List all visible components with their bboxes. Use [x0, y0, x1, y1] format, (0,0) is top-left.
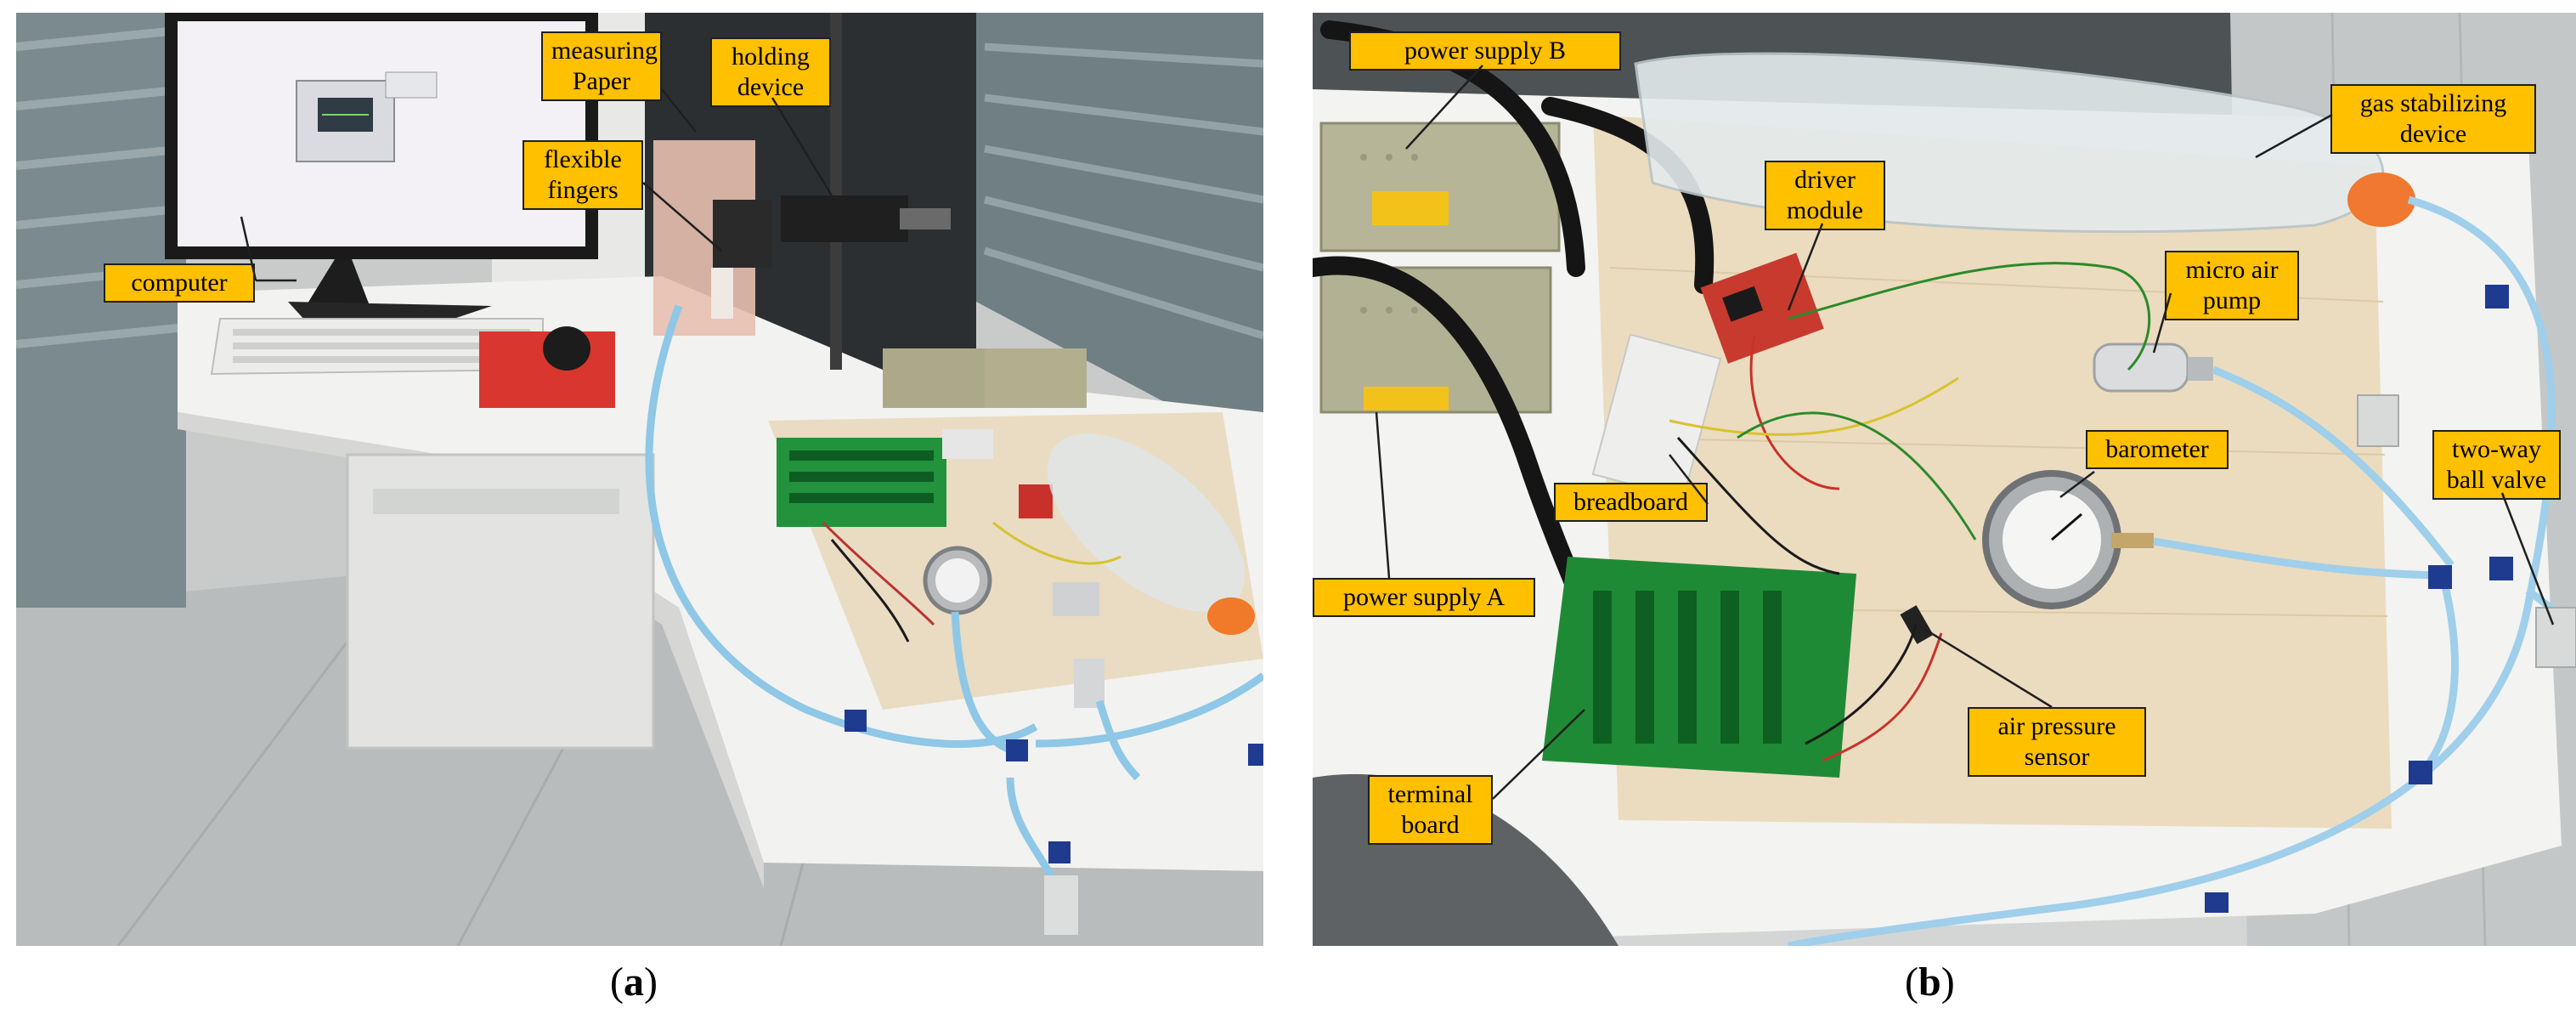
photo-panel-a: computer measuring Paper flexible finger…: [16, 13, 1263, 946]
label-computer: computer: [104, 263, 255, 303]
label-power-supply-b: power supply B: [1349, 31, 1621, 71]
label-barometer: barometer: [2086, 430, 2229, 469]
photo-a-illustration: [16, 13, 1263, 946]
caption-a-letter: a: [623, 960, 644, 1005]
label-holding-device: holding device: [710, 37, 831, 107]
label-two-way-ball-valve: two-way ball valve: [2432, 430, 2561, 500]
label-air-pressure-sensor: air pressure sensor: [1968, 707, 2146, 777]
label-flexible-fingers: flexible fingers: [523, 140, 643, 210]
label-power-supply-a: power supply A: [1313, 578, 1535, 617]
caption-a: (a): [610, 960, 658, 1005]
label-breadboard: breadboard: [1554, 483, 1708, 522]
label-driver-module: driver module: [1765, 161, 1885, 230]
photo-panel-b: power supply B gas stabilizing device dr…: [1313, 13, 2576, 946]
caption-b: (b): [1905, 960, 1955, 1005]
label-micro-air-pump: micro air pump: [2165, 251, 2299, 320]
label-measuring-paper: measuring Paper: [541, 31, 662, 101]
label-terminal-board: terminal board: [1368, 775, 1493, 845]
caption-b-letter: b: [1918, 960, 1941, 1005]
label-gas-stabilizing-device: gas stabilizing device: [2330, 84, 2536, 154]
